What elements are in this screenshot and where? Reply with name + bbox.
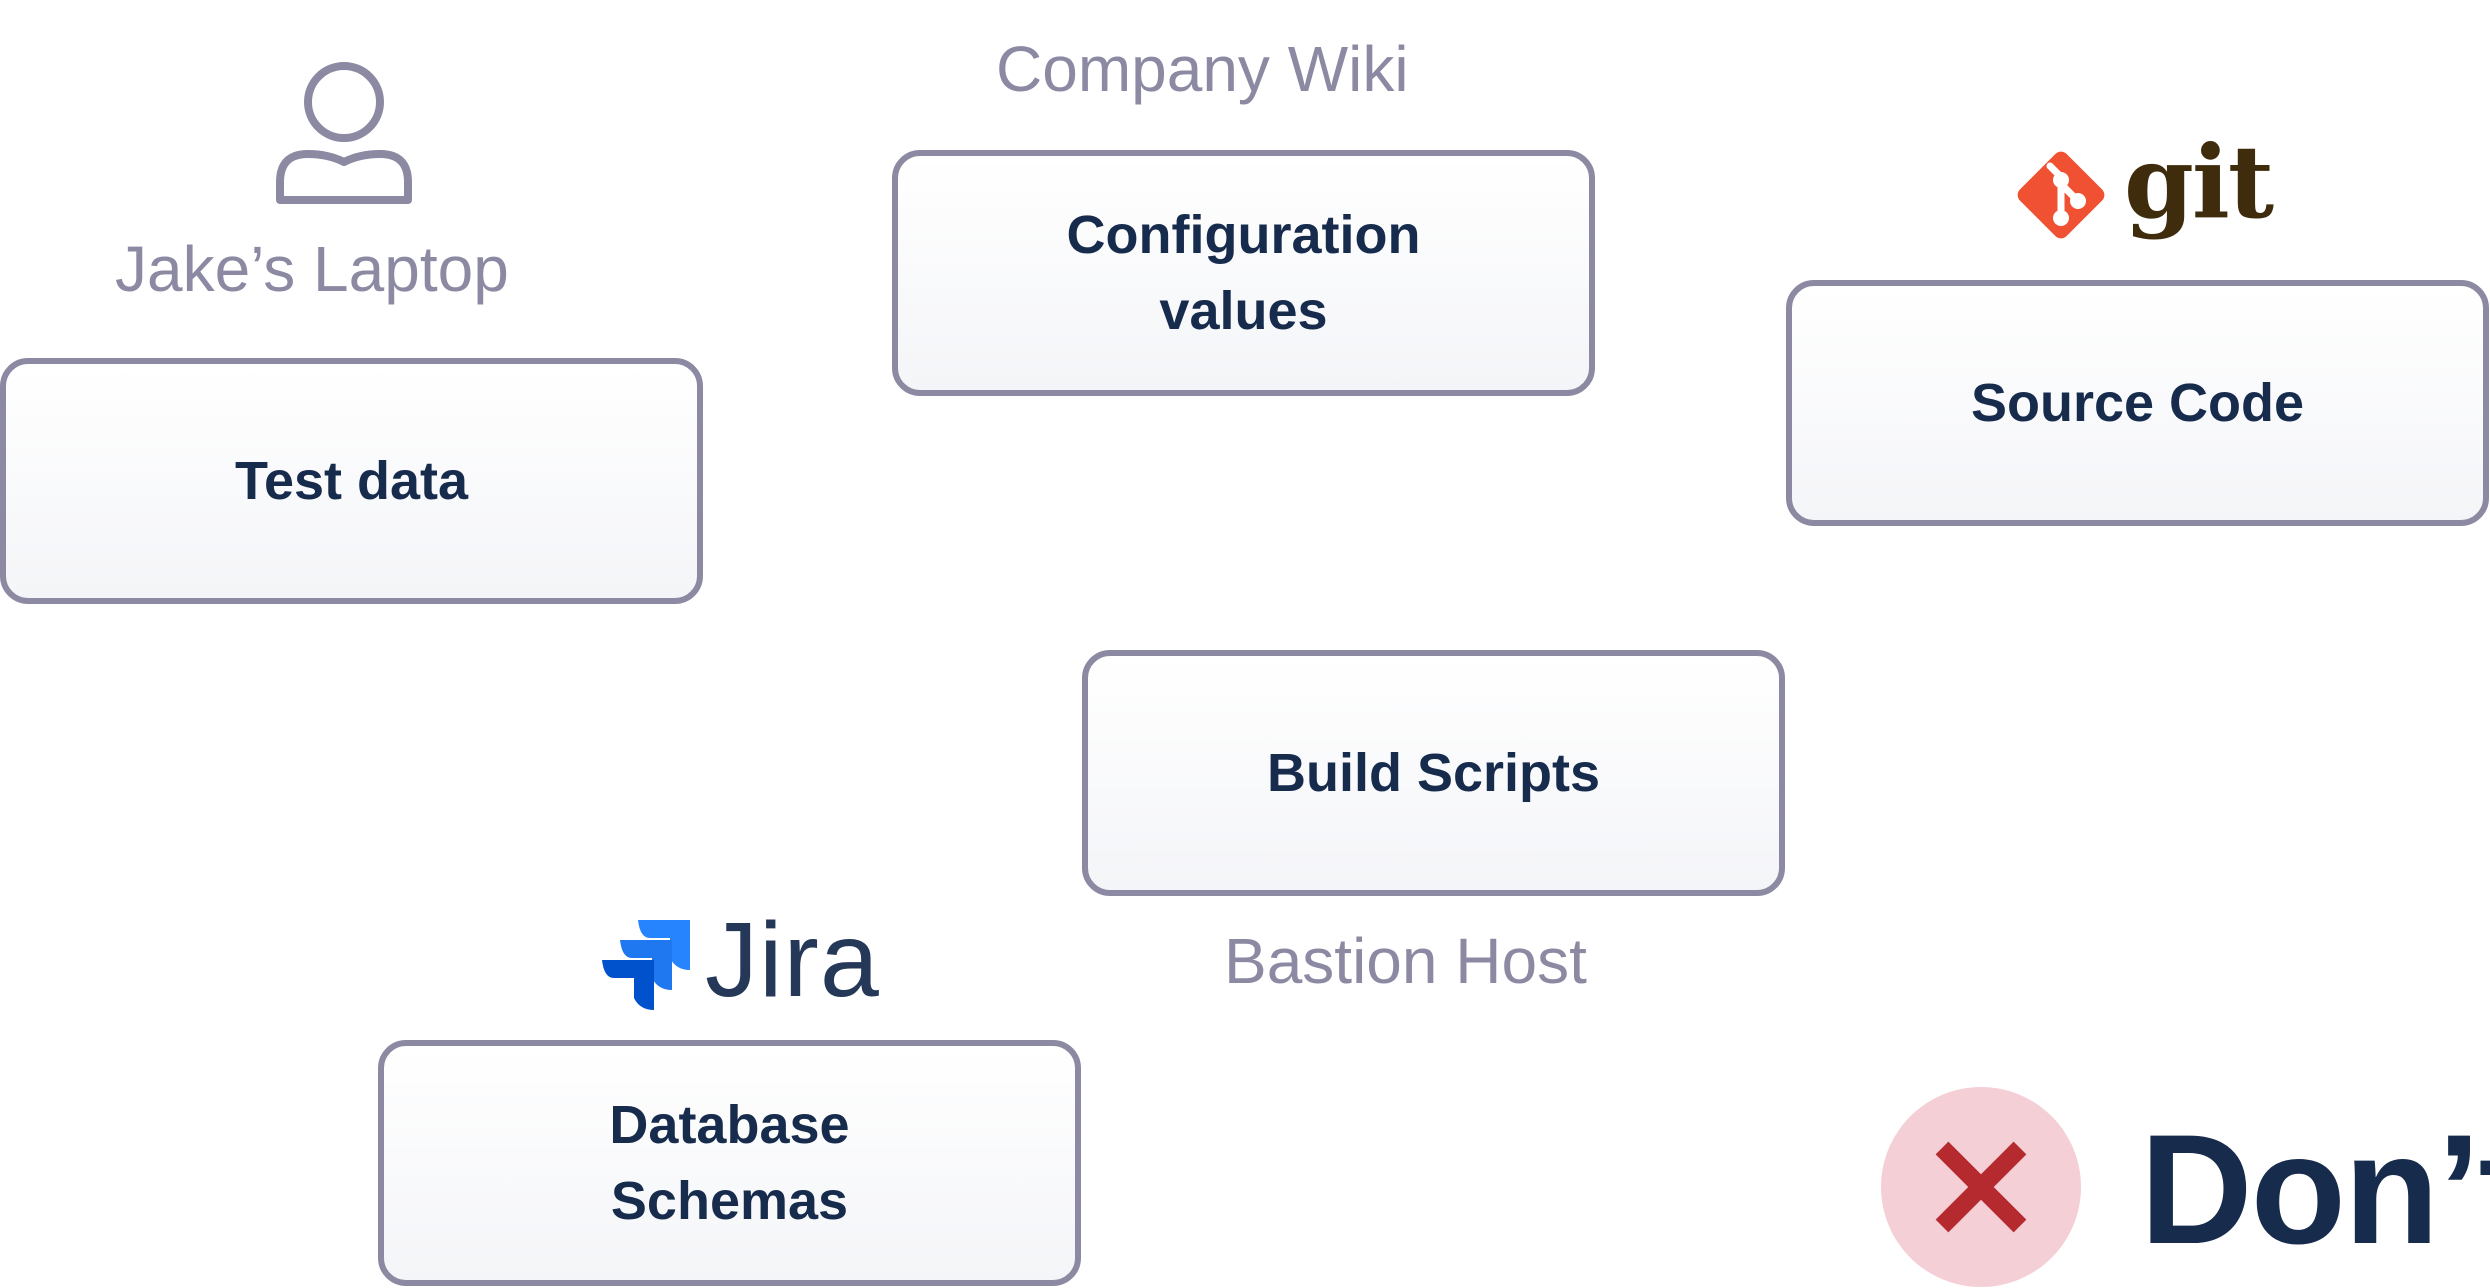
source-code-box: Source Code — [1786, 280, 2489, 526]
configuration-values-label: Configuration values — [1066, 205, 1421, 341]
database-schemas-box: Database Schemas — [378, 1040, 1081, 1286]
build-scripts-label: Build Scripts — [1266, 743, 1601, 803]
wiki-label: Company Wiki — [996, 33, 1409, 105]
source-code-label: Source Code — [1970, 373, 2305, 433]
database-schemas-label: Database Schemas — [609, 1095, 850, 1231]
configuration-values-box: Configuration values — [892, 150, 1595, 396]
test-data-label: Test data — [234, 451, 469, 511]
jira-logo-text: Jira — [705, 901, 880, 1019]
verdict-text: Don’t — [2140, 1103, 2490, 1277]
git-logo-text: git — [2124, 123, 2274, 241]
build-scripts-box: Build Scripts — [1082, 650, 1785, 896]
person-icon — [276, 62, 412, 204]
git-diamond-icon — [2017, 151, 2105, 239]
jira-icon — [602, 920, 690, 1010]
laptop-label: Jake’s Laptop — [115, 233, 509, 305]
test-data-box: Test data — [0, 358, 703, 604]
bastion-label: Bastion Host — [1224, 925, 1587, 997]
x-circle-icon — [1881, 1087, 2081, 1287]
